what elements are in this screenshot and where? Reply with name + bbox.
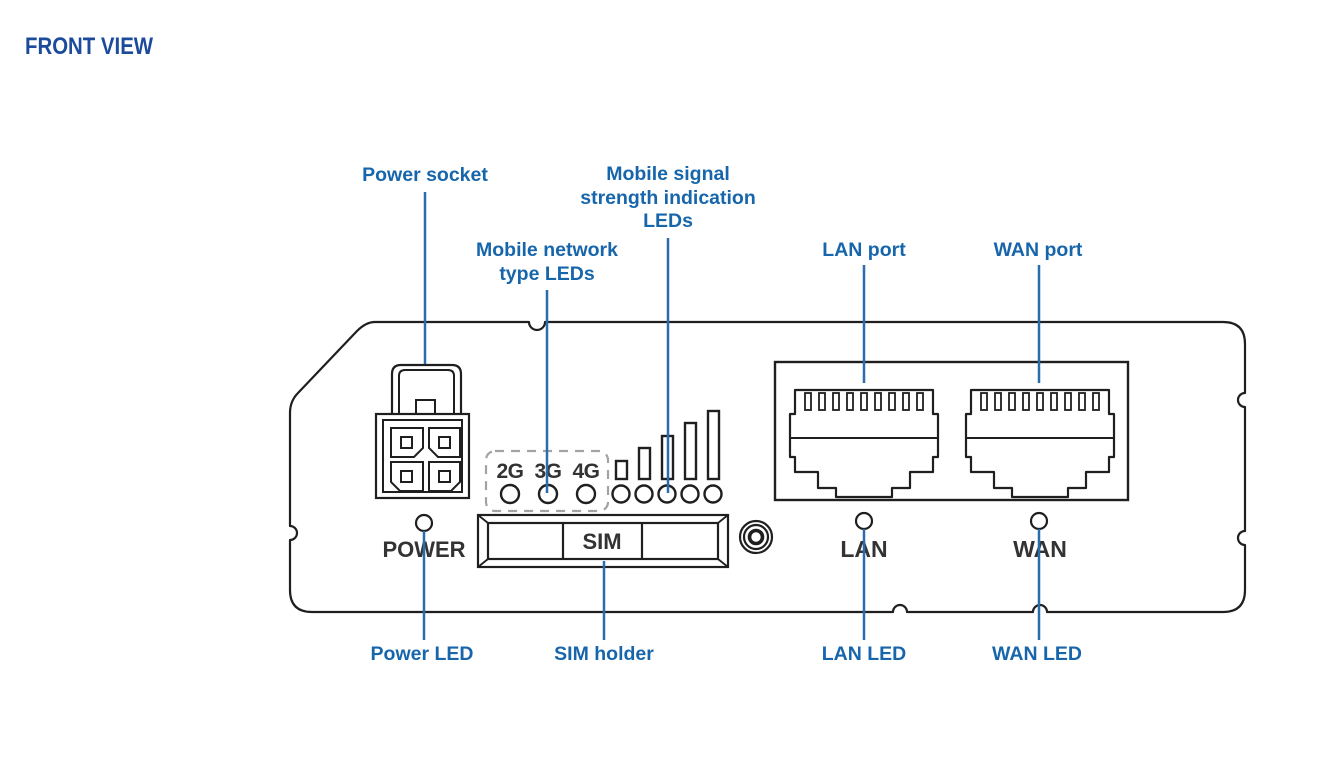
signal-bar-1 — [614, 459, 629, 481]
signal-bar-5 — [706, 409, 721, 481]
callout-label-wan-port: WAN port — [993, 239, 1083, 261]
signal-led-5 — [703, 484, 723, 504]
lan-port-drawing — [788, 388, 940, 499]
signal-led-4 — [680, 484, 700, 504]
sim-holder-drawing: SIM — [476, 513, 730, 569]
callout-label-wan-led: WAN LED — [992, 643, 1082, 665]
signal-led-2 — [634, 484, 654, 504]
lan-led-circle — [854, 511, 874, 531]
callout-label-sim-holder: SIM holder — [554, 643, 654, 665]
wan-led-circle — [1029, 511, 1049, 531]
callout-label-power-led: Power LED — [370, 643, 474, 665]
led-4g — [575, 483, 597, 505]
callout-label-mobile-network: Mobile network type LEDs — [476, 239, 618, 285]
led-label-4g: 4G — [572, 460, 599, 483]
led-label-3g: 3G — [534, 460, 561, 483]
callout-label-lan-led: LAN LED — [821, 643, 907, 665]
reset-button — [738, 519, 774, 555]
callout-lines — [422, 192, 1041, 640]
signal-bar-2 — [637, 446, 652, 481]
sim-label: SIM — [582, 529, 621, 554]
callout-label-mobile-signal: Mobile signal strength indication LEDs — [580, 163, 756, 232]
wan-port-drawing — [964, 388, 1116, 499]
ethernet-ports: LAN WAN — [773, 360, 1130, 562]
signal-bar-4 — [683, 421, 698, 481]
led-label-2g: 2G — [496, 460, 523, 483]
led-2g — [499, 483, 521, 505]
callout-label-lan-port: LAN port — [822, 239, 906, 261]
page-title: FRONT VIEW — [25, 33, 154, 60]
power-socket-drawing — [374, 363, 471, 500]
power-led-circle — [414, 513, 434, 533]
signal-led-1 — [611, 484, 631, 504]
callout-label-power-socket: Power socket — [362, 164, 488, 186]
